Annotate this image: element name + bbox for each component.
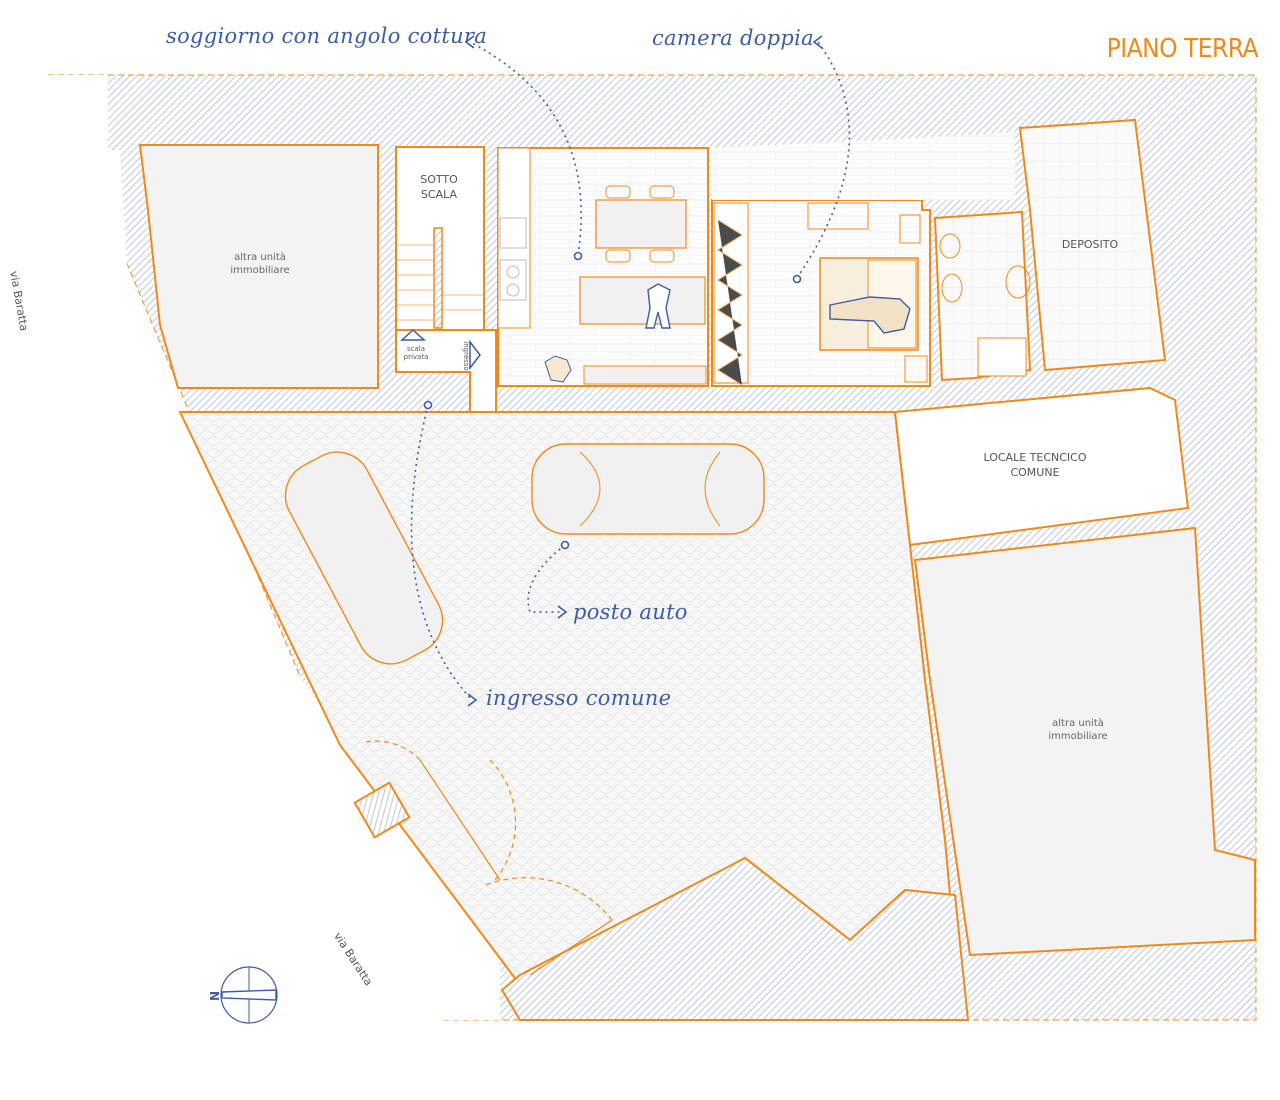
plan-title: PIANO TERRA [1106, 34, 1259, 64]
locale-tecnico [893, 386, 1190, 547]
callout-dots [423, 251, 802, 550]
callout-bedroom: camera doppia [652, 26, 814, 50]
label-locale-tecnico: LOCALE TECNCICO COMUNE [983, 451, 1087, 479]
bathroom [933, 210, 1032, 382]
label-scala-privata: scala privata [403, 345, 429, 361]
label-deposito: DEPOSITO [1061, 238, 1119, 251]
bedroom [711, 199, 931, 387]
upper-hall [710, 132, 1015, 200]
stair-block [395, 146, 497, 413]
other-unit-left [138, 144, 379, 389]
bottom-building [500, 856, 970, 1021]
label-ingresso: ingresso [462, 341, 470, 371]
compass-icon: N [208, 966, 278, 1024]
gate-arcs [353, 740, 613, 976]
other-unit-right [913, 526, 1256, 957]
car-left [284, 451, 444, 665]
car-top [531, 443, 765, 535]
label-other-unit-left: altra unità immobiliare [230, 252, 290, 276]
living-room [497, 147, 709, 387]
callout-leaders [410, 41, 851, 701]
label-other-unit-right: altra unità immobiliare [1048, 718, 1108, 742]
callout-living: soggiorno con angolo cottura [166, 24, 488, 48]
callout-parking: posto auto [573, 600, 688, 624]
svg-text:N: N [208, 991, 222, 1001]
deposito [1018, 118, 1167, 372]
callout-arrowheads [464, 35, 823, 707]
callout-entrance: ingresso comune [486, 686, 672, 710]
label-sotto-scala: SOTTO SCALA [420, 173, 458, 201]
